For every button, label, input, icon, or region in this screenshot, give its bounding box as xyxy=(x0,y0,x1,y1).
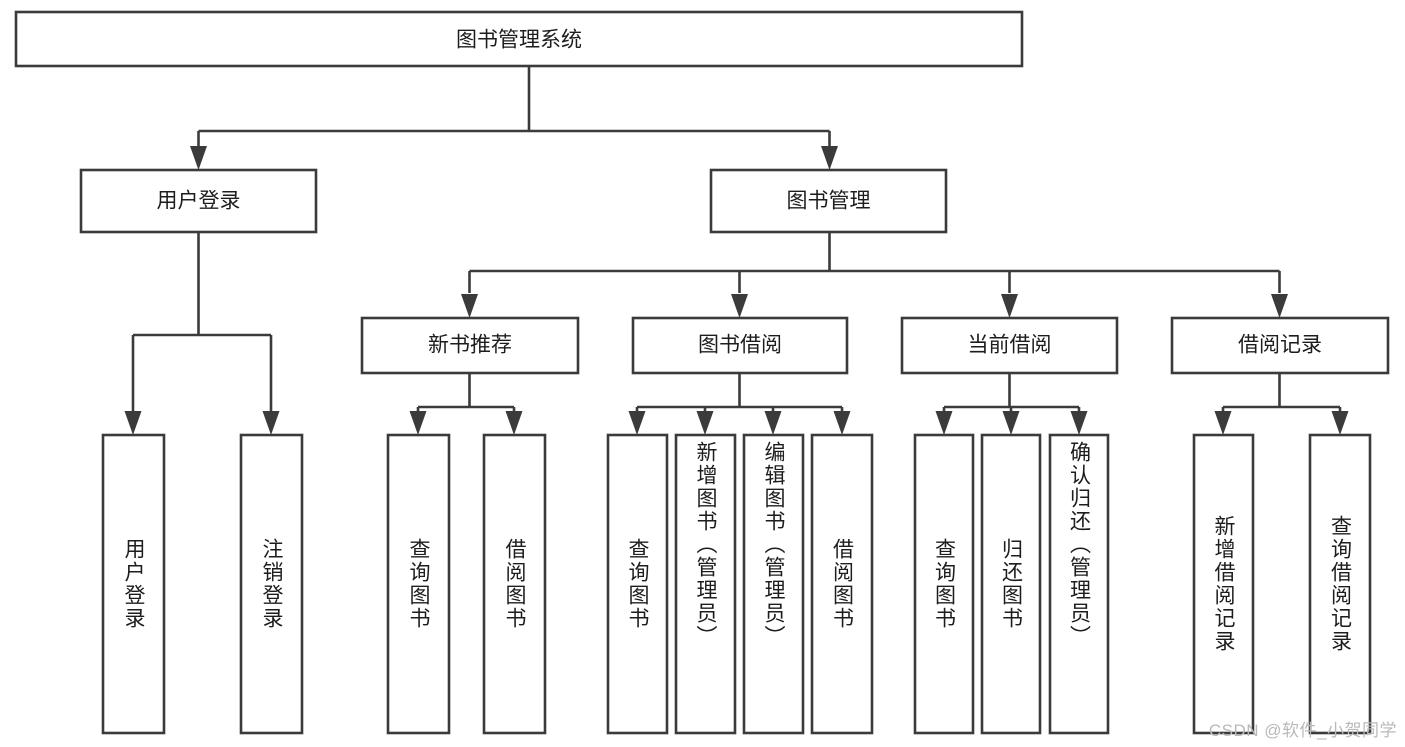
node-box-leaf-add-record[interactable] xyxy=(1192,433,1255,735)
arrow-leaf-add-record xyxy=(1214,411,1232,435)
arrow-leaf-logout-login xyxy=(262,411,280,435)
node-box-leaf-edit-book[interactable] xyxy=(742,433,805,735)
arrow-leaf-query-book-3 xyxy=(935,411,953,435)
csdn-watermark: CSDN @软件_小贺同学 xyxy=(1208,721,1397,740)
node-box-leaf-confirm-return[interactable] xyxy=(1048,433,1110,735)
node-label-borrow-record: 借阅记录 xyxy=(1238,334,1322,357)
arrow-leaf-query-book-2 xyxy=(628,411,646,435)
arrow-to-new-book xyxy=(461,294,478,318)
arrow-leaf-query-book-1 xyxy=(409,411,427,435)
nodes-layer: 图书管理系统 用户登录 图书管理 新书推荐 图书借阅 当前借阅 借阅记录 xyxy=(14,10,1390,735)
node-box-leaf-query-book-1[interactable] xyxy=(386,433,451,735)
node-label-root: 图书管理系统 xyxy=(456,29,582,52)
arrow-leaf-query-record xyxy=(1331,411,1349,435)
node-box-new-book-recommend[interactable] xyxy=(360,316,580,375)
node-box-book-manage[interactable] xyxy=(709,168,948,234)
node-box-leaf-add-book[interactable] xyxy=(674,433,737,735)
node-box-leaf-logout-login[interactable] xyxy=(239,433,304,735)
arrow-to-user-login xyxy=(190,146,207,170)
node-label-current-borrow: 当前借阅 xyxy=(968,334,1052,357)
arrow-to-book-manage xyxy=(821,146,838,170)
node-box-book-borrow[interactable] xyxy=(631,316,849,375)
arrow-leaf-confirm-return xyxy=(1070,411,1088,435)
connectors-layer xyxy=(124,66,1349,435)
node-label-new-book-recommend: 新书推荐 xyxy=(428,334,512,357)
node-box-leaf-user-login[interactable] xyxy=(101,433,166,735)
arrow-to-current-borrow xyxy=(1001,294,1018,318)
node-box-leaf-borrow-book-1[interactable] xyxy=(482,433,547,735)
arrow-to-book-borrow xyxy=(731,294,748,318)
node-box-user-login[interactable] xyxy=(79,168,318,234)
node-box-leaf-query-record[interactable] xyxy=(1308,433,1372,735)
arrow-leaf-edit-book xyxy=(764,411,782,435)
arrow-leaf-borrow-book-2 xyxy=(833,411,851,435)
node-box-root[interactable] xyxy=(14,10,1024,68)
arrow-to-borrow-record xyxy=(1271,294,1288,318)
node-box-leaf-return-book[interactable] xyxy=(980,433,1042,735)
node-label-book-borrow: 图书借阅 xyxy=(698,334,782,357)
node-box-leaf-borrow-book-2[interactable] xyxy=(810,433,874,735)
arrow-leaf-add-book xyxy=(696,411,714,435)
node-box-leaf-query-book-2[interactable] xyxy=(606,433,669,735)
node-box-borrow-record[interactable] xyxy=(1170,316,1390,375)
node-label-user-login: 用户登录 xyxy=(157,190,241,213)
node-box-current-borrow[interactable] xyxy=(900,316,1119,375)
node-box-leaf-query-book-3[interactable] xyxy=(913,433,975,735)
node-label-book-manage: 图书管理 xyxy=(787,190,871,213)
arrow-leaf-user-login xyxy=(124,411,142,435)
arrow-leaf-borrow-book-1 xyxy=(505,411,523,435)
arrow-leaf-return-book xyxy=(1002,411,1020,435)
